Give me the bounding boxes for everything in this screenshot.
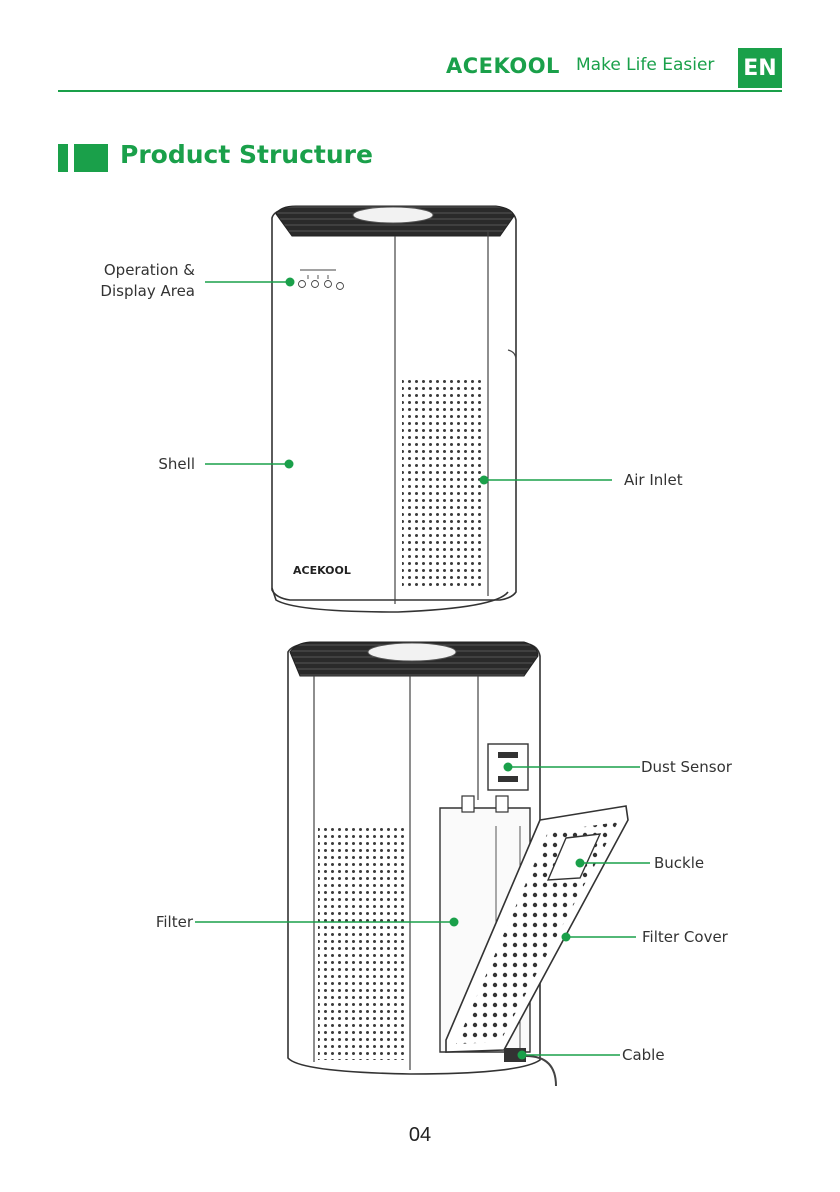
label-air-inlet: Air Inlet [624,470,683,491]
purifier-upper [272,206,516,612]
label-operation-display: Operation & Display Area [60,260,195,302]
label-shell: Shell [60,454,195,475]
label-line: Display Area [60,281,195,302]
label-dust-sensor: Dust Sensor [641,757,732,778]
page-number: 04 [0,1124,840,1147]
label-cable: Cable [622,1045,665,1066]
label-filter: Filter [60,912,193,933]
label-buckle: Buckle [654,853,704,874]
label-line: Operation & [60,260,195,281]
device-logo: ACEKOOL [293,564,351,577]
label-filter-cover: Filter Cover [642,927,728,948]
